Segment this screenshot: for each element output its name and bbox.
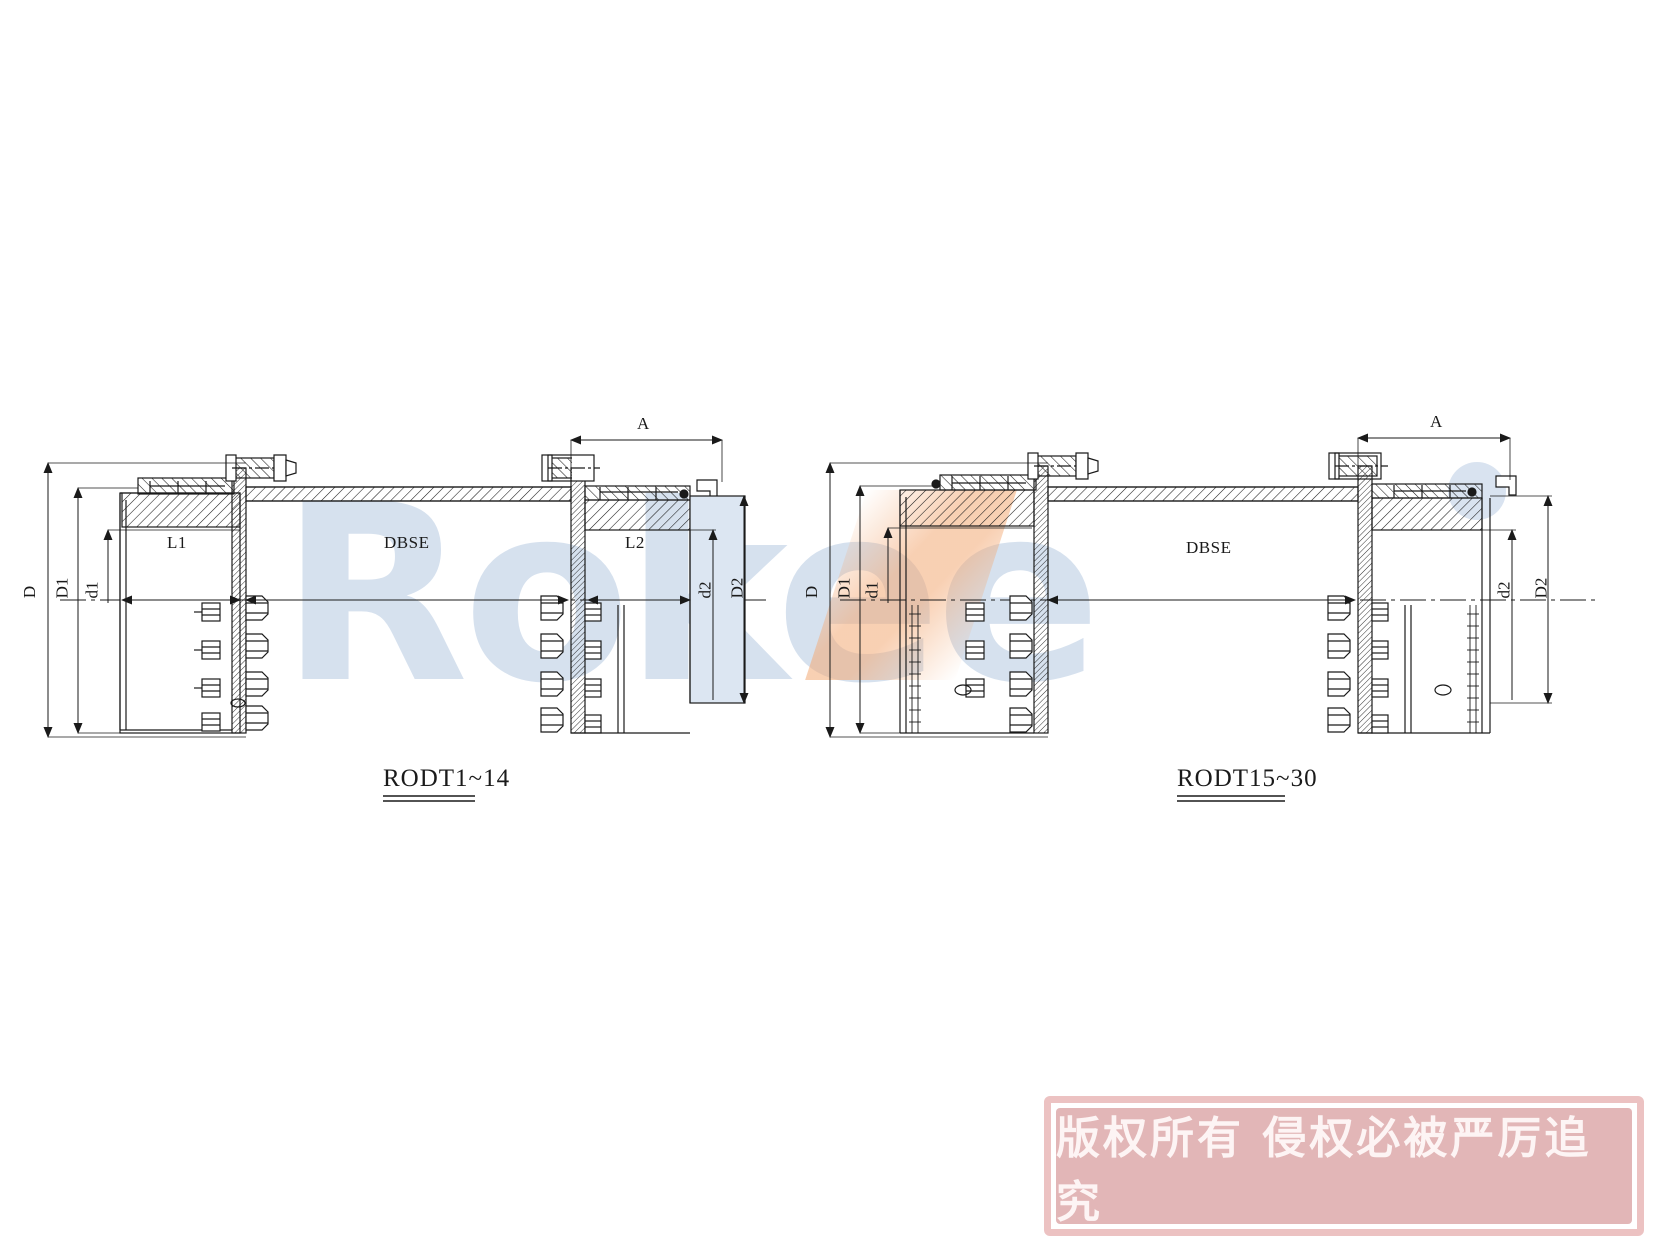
dim-label-L2-fig1: L2 [625,533,645,552]
dim-label-DBSE-fig2: DBSE [1186,538,1232,557]
hub-right-bolts [540,595,602,734]
copyright-stamp-body: 版权所有 侵权必被严厉追究 [1056,1108,1632,1228]
hub2-right-bolts [1327,595,1389,734]
dim-label-A-fig1: A [637,414,650,433]
serration-left [909,605,921,733]
dim-label-D2-fig1: D2 [727,577,747,599]
flange-right-top-bolt [541,452,600,482]
dim-label-D2-fig2: D2 [1531,577,1551,599]
copyright-stamp-text: 版权所有 侵权必被严厉追究 [1056,1113,1592,1228]
dim-label-D-fig1: D [20,585,40,599]
dim-label-DBSE-fig1: DBSE [384,533,430,552]
flange2-left-top-bolt [1027,452,1099,480]
dim-label-D1-fig1: D1 [52,577,72,599]
dim-label-A-fig2: A [1430,412,1443,431]
dim-label-L1-fig1: L1 [167,533,187,552]
figure-right-geometry [825,433,1600,802]
dim-label-d1-fig2: d1 [862,581,882,599]
dim-label-d2-fig1: d2 [695,581,715,599]
dim-label-d2-fig2: d2 [1494,581,1514,599]
dim-label-d1-fig1: d1 [82,581,102,599]
flange2-right-top-bolt [1328,452,1388,480]
serration-right [1467,605,1479,733]
dim-label-D-fig2: D [802,585,822,599]
figure-left-geometry [43,435,770,802]
flange-left-top-bolt [225,454,297,482]
figure-title-left: RODT1~14 [383,765,511,792]
copyright-stamp: 版权所有 侵权必被严厉追究 [1044,1096,1644,1236]
dim-label-D1-fig2: D1 [834,577,854,599]
hub2-left-bolts [965,595,1033,733]
copyright-stamp-border [1044,1096,1644,1236]
figure-title-right: RODT15~30 [1177,765,1318,792]
